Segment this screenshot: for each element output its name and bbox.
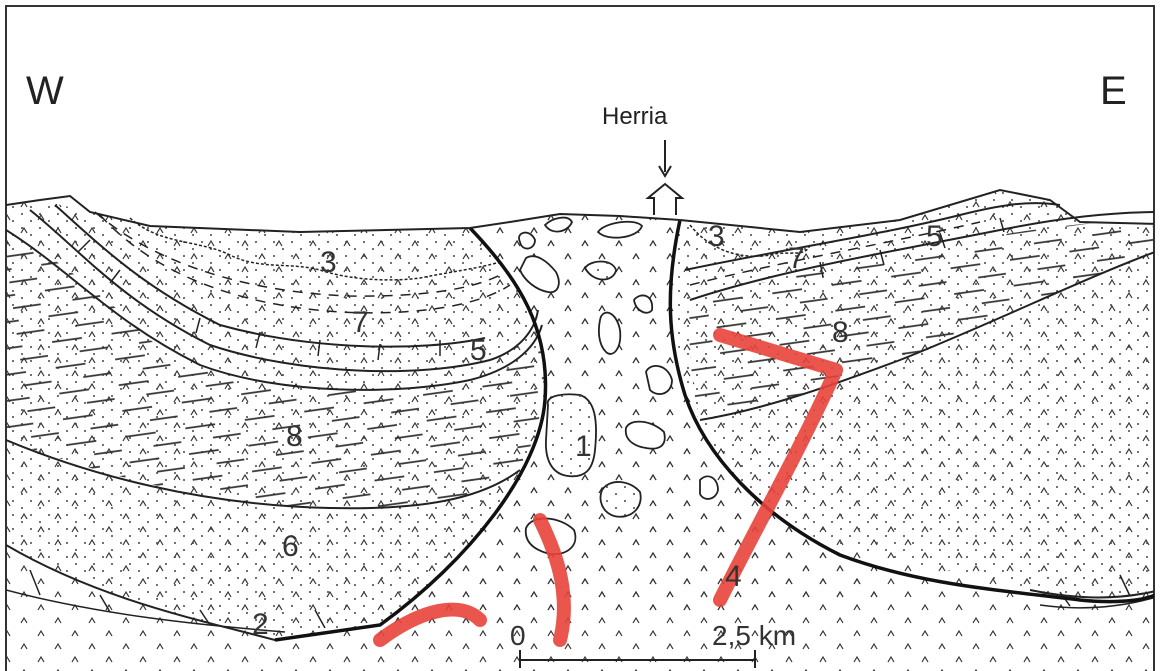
unit-7-west-label: 7 [352, 306, 369, 339]
unit-8-east-label: 8 [832, 316, 849, 349]
unit-1-label: 1 [575, 430, 592, 463]
scale-end-label: 2,5 km [712, 620, 796, 651]
west-label: W [26, 69, 64, 113]
unit-5-west-label: 5 [470, 334, 487, 367]
unit-2-label: 2 [252, 608, 269, 641]
unit-3-west-label: 3 [320, 246, 337, 279]
east-label: E [1100, 69, 1127, 113]
unit-3-east-label: 3 [708, 220, 725, 253]
unit-6-label: 6 [282, 530, 299, 563]
unit-8-west-label: 8 [286, 420, 303, 453]
unit-5-east-label: 5 [926, 220, 943, 253]
unit-7-east-label: 7 [788, 242, 805, 275]
unit-4-label: 4 [725, 560, 742, 593]
town-label: Herria [602, 103, 668, 130]
scale-start-label: 0 [510, 620, 526, 651]
